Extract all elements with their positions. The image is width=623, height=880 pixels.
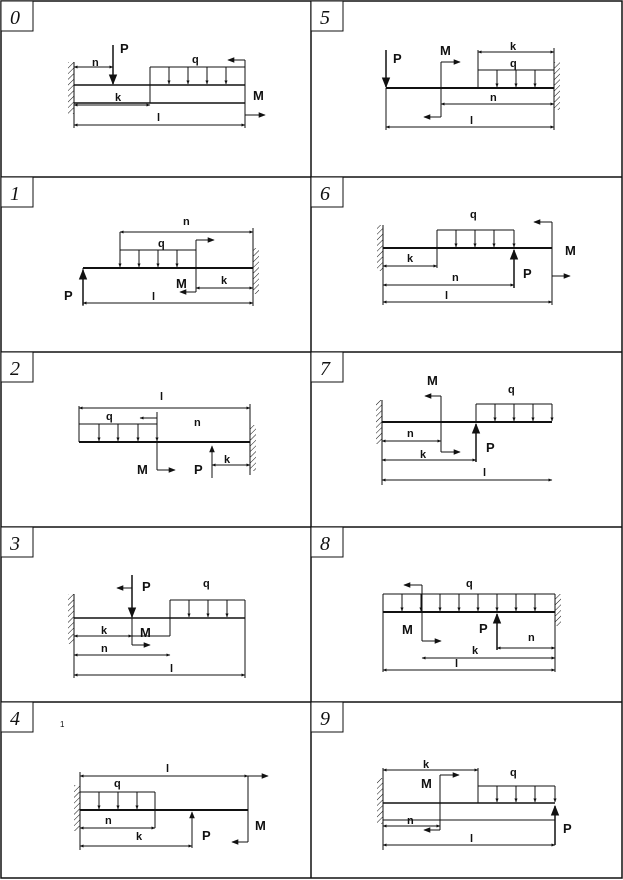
label-n-1: n [183,216,190,228]
variant-number-3: 3 [9,533,20,555]
label-k-0: k [115,92,122,104]
label-n-7: n [407,428,414,440]
label-q-4: q [114,778,121,790]
label-l-0: l [157,112,160,124]
label-q-6: q [470,209,477,221]
label-k-1: k [221,275,228,287]
variant-number-7: 7 [320,358,331,380]
label-M-0: M [253,88,264,103]
beam-diagram-5 [381,48,560,130]
label-q-2: q [106,411,113,423]
label-P-3: P [142,579,151,594]
label-l-8: l [455,658,458,670]
label-q-5: q [510,58,517,70]
label-M-2: M [137,462,148,477]
note-4: 1 [60,720,65,729]
label-M-9: M [421,776,432,791]
label-M-3: M [140,625,151,640]
label-l-1: l [152,291,155,303]
label-M-5: M [440,43,451,58]
beam-diagram-0 [68,45,266,128]
number-tabs [0,0,344,733]
label-l-9: l [470,833,473,845]
label-P-4: P [202,828,211,843]
label-k-2: k [224,454,231,466]
beam-diagram-7 [376,393,554,485]
label-n-8: n [528,632,535,644]
label-n-2: n [194,417,201,429]
beam-diagram-2 [78,404,256,478]
label-P-2: P [194,462,203,477]
label-P-6: P [523,266,532,281]
label-l-4: l [166,763,169,775]
label-q-8: q [466,578,473,590]
variant-number-1: 1 [10,183,20,205]
label-q-3: q [203,578,210,590]
label-k-7: k [420,449,427,461]
label-n-5: n [490,92,497,104]
variant-number-2: 2 [10,358,20,380]
label-P-5: P [393,51,402,66]
label-k-8: k [472,645,479,657]
label-M-8: M [402,622,413,637]
beam-diagram-4 [74,772,269,850]
variant-number-8: 8 [320,533,330,555]
label-M-6: M [565,243,576,258]
label-n-6: n [452,272,459,284]
label-n-4: n [105,815,112,827]
label-P-0: P [120,41,129,56]
label-M-7: M [427,373,438,388]
variant-number-0: 0 [10,7,20,29]
variant-number-9: 9 [320,708,330,730]
label-l-5: l [470,115,473,127]
label-P-7: P [486,440,495,455]
beam-diagram-8 [382,582,561,672]
label-q-0: q [192,54,199,66]
label-P-1: P [64,288,73,303]
label-k-3: k [101,625,108,637]
label-k-4: k [136,831,143,843]
beam-diagram-1 [78,228,259,306]
label-l-6: l [445,290,448,302]
label-q-1: q [158,238,165,250]
label-n-0: n [92,57,99,69]
beam-diagram-6 [377,219,571,305]
label-q-9: q [510,767,517,779]
label-P-8: P [479,621,488,636]
variant-number-6: 6 [320,183,330,205]
label-l-2: l [160,391,163,403]
label-k-6: k [407,253,414,265]
variant-number-4: 4 [10,708,20,730]
label-n-9: n [407,815,414,827]
label-q-7: q [508,384,515,396]
beam-diagram-9 [377,768,560,850]
label-l-7: l [483,467,486,479]
variant-number-5: 5 [320,7,330,29]
label-M-1: M [176,276,187,291]
beam-diagram-3 [68,575,246,678]
label-l-3: l [170,663,173,675]
label-M-4: M [255,818,266,833]
label-n-3: n [101,643,108,655]
label-k-9: k [423,759,430,771]
label-k-5: k [510,41,517,53]
label-P-9: P [563,821,572,836]
